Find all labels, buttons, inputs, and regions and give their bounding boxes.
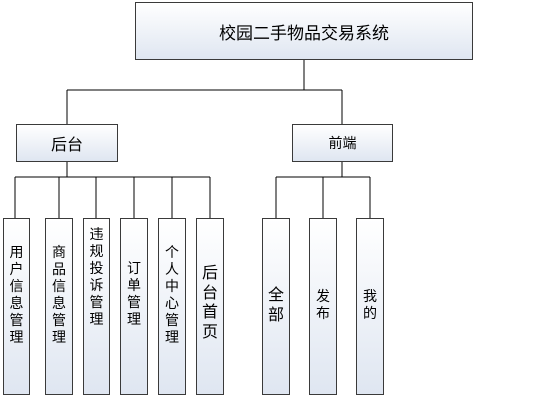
root-node-label: 校园二手物品交易系统 xyxy=(219,23,389,44)
branch-node-backend-label: 后台 xyxy=(50,135,83,154)
leaf-node-label: 个人中心管理 xyxy=(165,245,179,347)
leaf-node-publish: 发布 xyxy=(309,218,337,395)
leaf-node-order-management: 订单管理 xyxy=(120,218,148,395)
leaf-node-user-management: 用户信息管理 xyxy=(3,218,30,395)
leaf-node-label: 违规投诉管理 xyxy=(89,227,104,329)
root-node: 校园二手物品交易系统 xyxy=(135,2,473,60)
leaf-node-all: 全部 xyxy=(262,218,290,395)
branch-node-backend: 后台 xyxy=(16,124,118,162)
leaf-node-complaint-management: 违规投诉管理 xyxy=(83,218,110,395)
leaf-node-label: 用户信息管理 xyxy=(9,245,24,347)
leaf-node-label: 发布 xyxy=(316,289,330,323)
leaf-node-label: 我的 xyxy=(363,289,377,323)
leaf-node-backend-home: 后台首页 xyxy=(196,218,224,395)
leaf-node-personal-center-management: 个人中心管理 xyxy=(158,218,186,395)
leaf-node-label: 后台首页 xyxy=(202,263,219,341)
branch-node-frontend-label: 前端 xyxy=(328,136,357,152)
leaf-node-label: 订单管理 xyxy=(127,261,141,329)
leaf-node-label: 商品信息管理 xyxy=(52,245,66,347)
leaf-node-label: 全部 xyxy=(268,285,285,324)
branch-node-frontend: 前端 xyxy=(292,124,393,162)
leaf-node-product-management: 商品信息管理 xyxy=(45,218,73,395)
leaf-node-mine: 我的 xyxy=(356,218,384,395)
